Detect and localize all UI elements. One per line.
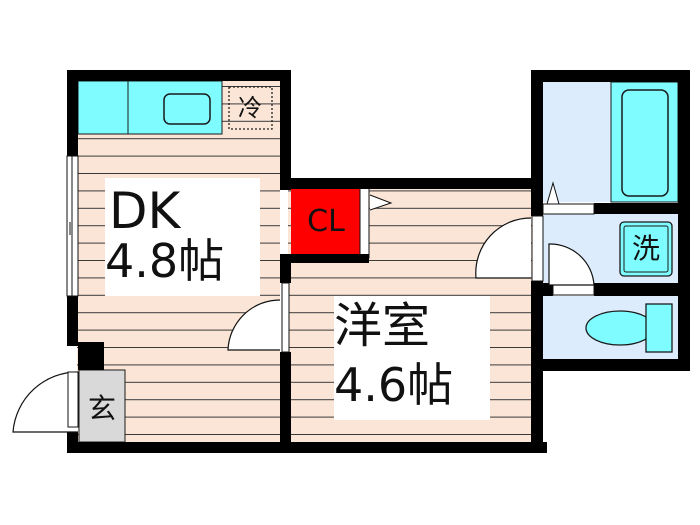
fridge-space bbox=[228, 86, 273, 130]
dk-room-name: DK bbox=[109, 182, 181, 240]
entrance-door-swing[interactable] bbox=[12, 371, 79, 433]
bath-door bbox=[542, 203, 595, 215]
fridge-label: 冷 bbox=[238, 94, 262, 122]
bathtub-icon bbox=[621, 89, 669, 197]
dk-room-label: DK 4.8帖 bbox=[105, 178, 260, 296]
toilet-door bbox=[552, 284, 595, 296]
washer-pan bbox=[619, 221, 673, 277]
toilet-bowl-icon bbox=[585, 310, 655, 346]
western-room-label: 洋室 4.6帖 bbox=[334, 296, 490, 420]
kitchen-counter bbox=[77, 80, 223, 135]
closet-door-arrow bbox=[369, 194, 393, 211]
closet-door bbox=[359, 187, 370, 259]
entrance-label: 玄 bbox=[87, 392, 116, 425]
closet-label: CL bbox=[307, 204, 345, 239]
closet bbox=[291, 188, 361, 255]
western-room-name: 洋室 bbox=[334, 298, 431, 354]
washer-label: 洗 bbox=[631, 232, 660, 265]
dk-partition-door bbox=[281, 282, 290, 353]
sink-icon bbox=[163, 93, 211, 125]
western-room-door-swing[interactable] bbox=[475, 217, 532, 279]
washroom-door-swing[interactable] bbox=[548, 243, 595, 286]
western-room-size: 4.6帖 bbox=[334, 358, 454, 412]
dk-room-size: 4.8帖 bbox=[105, 234, 225, 288]
toilet-tank-icon bbox=[645, 303, 673, 353]
entrance bbox=[78, 369, 126, 443]
dk-window bbox=[66, 155, 79, 297]
walls bbox=[67, 70, 690, 453]
dk-door-swing[interactable] bbox=[227, 299, 281, 351]
washroom-opening bbox=[531, 215, 544, 282]
